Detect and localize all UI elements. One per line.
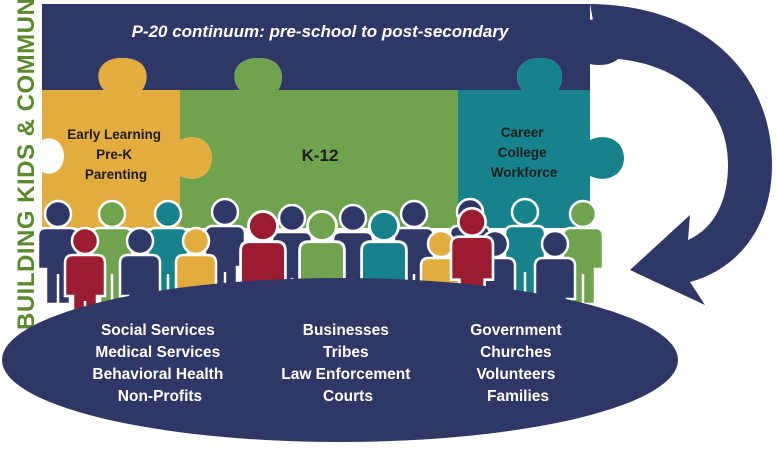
community-columns: Social Services Medical Services Behavio… [92, 322, 566, 405]
community-item: Courts [323, 388, 373, 405]
community-item: Businesses [303, 322, 389, 339]
early-learning-line-3: Parenting [85, 167, 147, 182]
community-item: Volunteers [476, 366, 555, 383]
career-piece: Career College Workforce [458, 58, 624, 228]
career-label: Career College Workforce [491, 125, 558, 180]
community-item: Tribes [323, 344, 369, 361]
return-arrow [590, 4, 772, 305]
community-item: Non-Profits [118, 388, 202, 405]
community-column-3: Government Churches Volunteers Families [470, 322, 566, 405]
community-column-2: Businesses Tribes Law Enforcement Courts [281, 322, 415, 405]
early-learning-piece: Early Learning Pre-K Parenting [42, 58, 212, 228]
career-line-3: Workforce [491, 165, 558, 180]
community-item: Government [470, 322, 561, 339]
community-item: Law Enforcement [281, 366, 410, 383]
community-item: Medical Services [95, 344, 220, 361]
side-title: BUILDING KIDS & COMMUNITY [13, 0, 40, 330]
side-title-text: BUILDING KIDS & COMMUNITY [13, 0, 40, 330]
community-item: Social Services [101, 322, 215, 339]
career-line-1: Career [501, 125, 545, 140]
community-item: Churches [480, 344, 552, 361]
community-column-1: Social Services Medical Services Behavio… [92, 322, 227, 405]
k12-label: K-12 [302, 146, 339, 165]
banner-piece: P-20 continuum: pre-school to post-secon… [42, 4, 625, 90]
community-ellipse [2, 278, 678, 442]
early-learning-line-2: Pre-K [96, 147, 132, 162]
k12-piece: K-12 [180, 58, 458, 228]
career-line-2: College [498, 145, 547, 160]
early-learning-line-1: Early Learning [67, 127, 161, 142]
banner-text: P-20 continuum: pre-school to post-secon… [132, 22, 510, 41]
community-item: Families [487, 388, 549, 405]
early-learning-label: Early Learning Pre-K Parenting [67, 127, 165, 182]
community-item: Behavioral Health [92, 366, 223, 383]
